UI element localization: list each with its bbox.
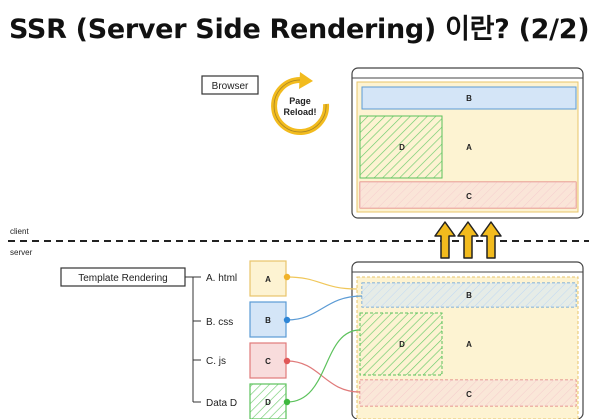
svg-text:B: B: [466, 94, 472, 103]
svg-text:client: client: [10, 227, 29, 236]
file-box-b: B: [249, 301, 287, 338]
file-tree: [185, 276, 201, 403]
svg-text:Reload!: Reload!: [283, 107, 316, 117]
connector-dot-d: [283, 398, 291, 406]
svg-text:D: D: [399, 143, 405, 152]
server-browser-window: B D A C: [351, 261, 584, 419]
template-rendering-label: Template Rendering: [60, 267, 186, 287]
connector-d: [286, 329, 361, 403]
page-title: SSR (Server Side Rendering) 이란? (2/2): [9, 14, 589, 45]
upward-arrows: [434, 221, 502, 259]
client-browser-window: B D A C: [351, 67, 584, 219]
file-box-d: D: [249, 383, 287, 419]
file-label-css: B. css: [206, 317, 233, 328]
svg-text:Browser: Browser: [212, 81, 249, 92]
file-label-data: Data D: [206, 398, 237, 409]
connector-b: [286, 295, 363, 321]
file-box-a: A: [249, 260, 287, 297]
server-area-d: [359, 312, 443, 376]
svg-text:D: D: [265, 398, 271, 407]
svg-text:C: C: [466, 390, 472, 399]
svg-text:B: B: [466, 291, 472, 300]
file-connectors: [286, 276, 363, 403]
client-area-b: [361, 86, 577, 110]
connector-c: [286, 360, 361, 393]
connector-a: [286, 276, 358, 290]
svg-text:A: A: [466, 143, 472, 152]
svg-text:C: C: [265, 357, 271, 366]
svg-text:Page: Page: [289, 96, 311, 106]
file-box-c: C: [249, 342, 287, 379]
svg-text:Template Rendering: Template Rendering: [78, 273, 168, 284]
up-arrow-icon: [480, 221, 502, 259]
browser-label: Browser: [201, 75, 259, 95]
svg-text:A: A: [466, 340, 472, 349]
svg-text:B: B: [265, 316, 271, 325]
up-arrow-icon: [457, 221, 479, 259]
file-label-js: C. js: [206, 356, 226, 367]
client-area-d: [359, 115, 443, 179]
file-label-html: A. html: [206, 273, 237, 284]
page-reload-icon: Page Reload!: [271, 72, 330, 135]
connector-dot-a: [283, 273, 291, 281]
connector-dot-b: [283, 316, 291, 324]
client-server-divider: client server: [8, 227, 589, 257]
up-arrow-icon: [434, 221, 456, 259]
svg-text:C: C: [466, 192, 472, 201]
connector-dot-c: [283, 357, 291, 365]
svg-text:A: A: [265, 275, 271, 284]
svg-text:server: server: [10, 248, 33, 257]
svg-text:D: D: [399, 340, 405, 349]
